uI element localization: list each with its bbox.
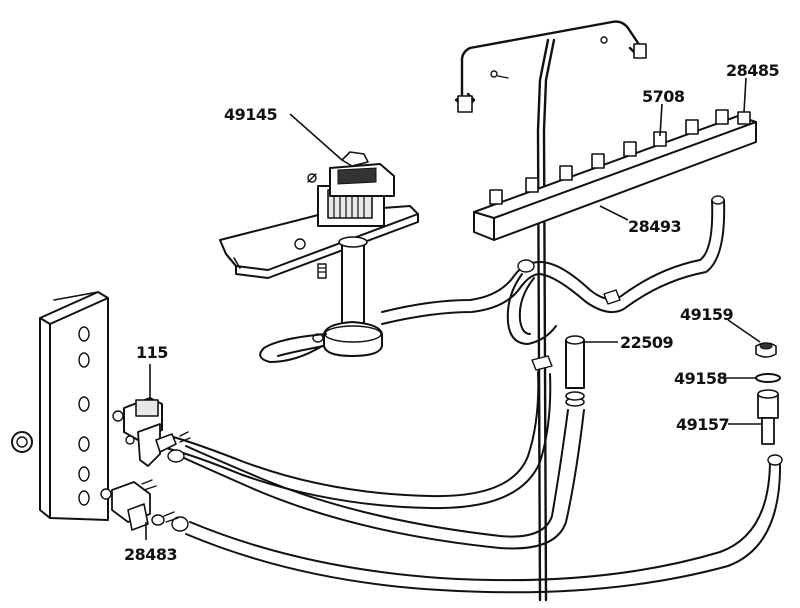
callout-28483: 28483 bbox=[124, 545, 177, 564]
callout-49158: 49158 bbox=[674, 369, 728, 388]
callout-28485: 28485 bbox=[726, 61, 780, 80]
callout-49159: 49159 bbox=[680, 305, 734, 324]
return-hoses bbox=[165, 355, 585, 550]
wall-bracket bbox=[11, 291, 109, 521]
callout-49145: 49145 bbox=[224, 105, 278, 124]
valve-28483 bbox=[100, 479, 179, 531]
callout-5708: 5708 bbox=[642, 87, 685, 106]
callout-labels: 49145 5708 28485 28493 22509 49159 49158… bbox=[124, 61, 780, 564]
manifold-feed-hose bbox=[506, 259, 621, 345]
fitting-assembly bbox=[755, 342, 781, 445]
distributor-tube bbox=[473, 111, 757, 241]
pump-motor-assembly bbox=[219, 151, 419, 357]
callout-22509: 22509 bbox=[620, 333, 674, 352]
solenoid-valve-115 bbox=[112, 397, 191, 467]
callout-28493: 28493 bbox=[628, 217, 681, 236]
distributor-nozzles bbox=[489, 109, 729, 205]
callout-49157: 49157 bbox=[676, 415, 729, 434]
callout-115: 115 bbox=[136, 343, 168, 362]
coupling-22509 bbox=[565, 335, 585, 407]
drain-hose-bottom bbox=[171, 454, 783, 594]
leader-lines bbox=[145, 77, 762, 540]
pump-discharge-hose bbox=[259, 195, 726, 363]
